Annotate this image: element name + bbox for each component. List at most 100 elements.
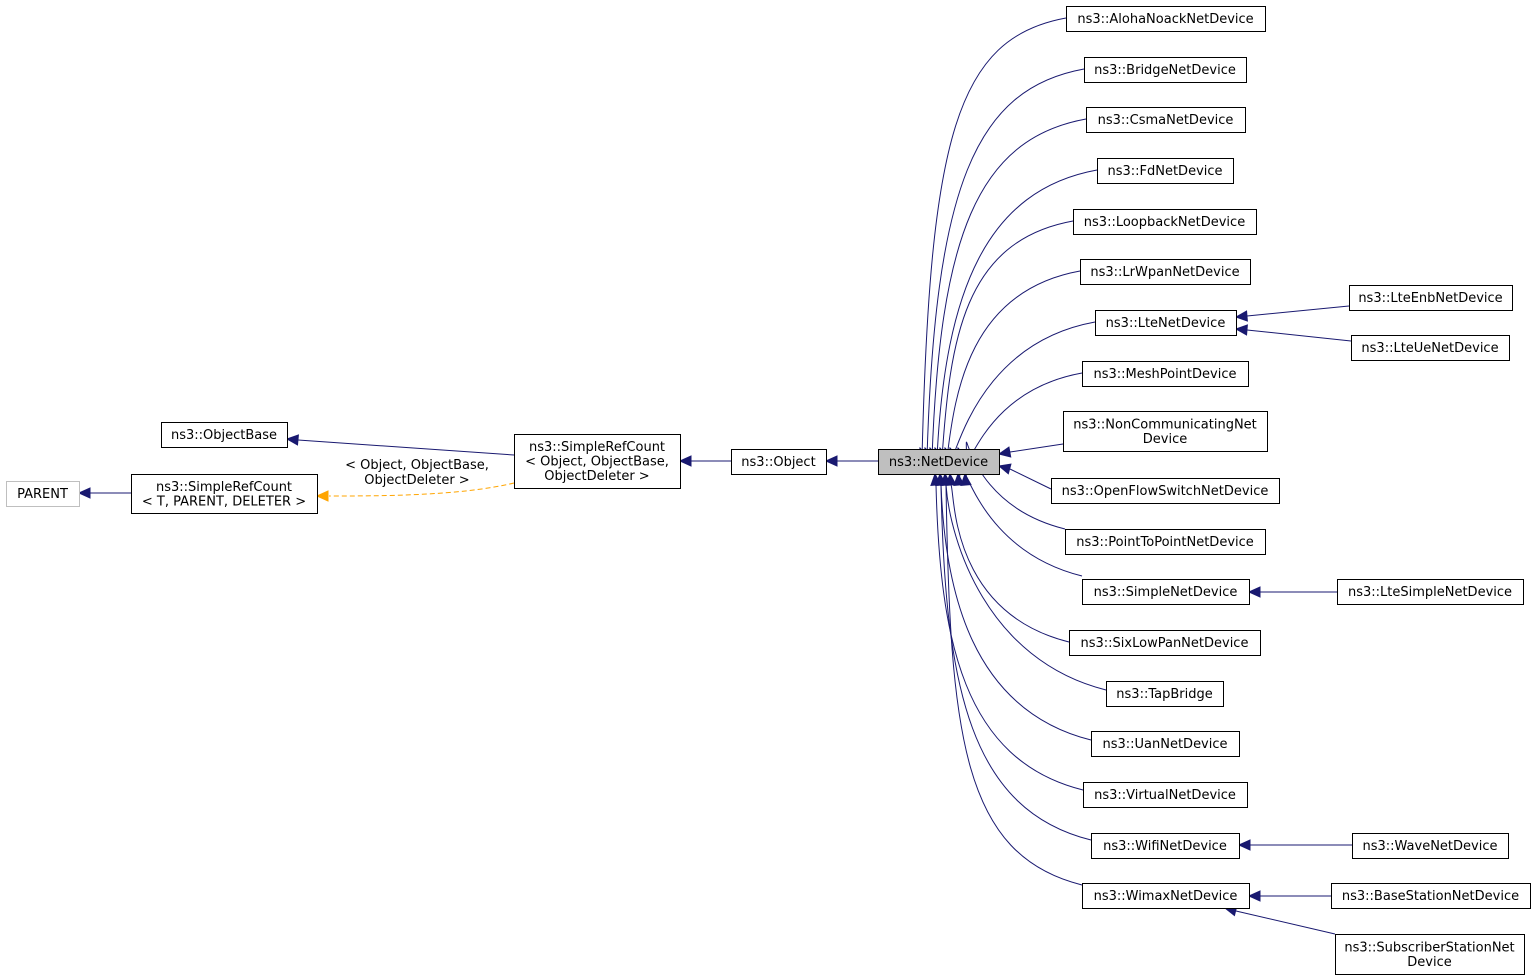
class-node-wifi[interactable]: ns3::WifiNetDevice	[1091, 833, 1240, 859]
edge-subscriber-to-wimax	[1223, 905, 1336, 935]
class-node-box	[878, 449, 1000, 475]
class-node-p2p[interactable]: ns3::PointToPointNetDevice	[1065, 529, 1266, 555]
edge-arrowhead	[997, 446, 1012, 458]
edge-arrowhead	[1247, 586, 1261, 598]
class-node-label: < Object, ObjectBase,	[525, 455, 669, 470]
class-node-csma[interactable]: ns3::CsmaNetDevice	[1086, 107, 1246, 133]
class-node-label: ns3::SimpleNetDevice	[1094, 585, 1238, 600]
edge-uan-to-netdevice	[935, 472, 1092, 741]
edge-line	[946, 270, 1081, 459]
edge-line	[945, 484, 1107, 691]
class-node-simple[interactable]: ns3::SimpleNetDevice	[1082, 579, 1250, 605]
class-node-box	[1351, 335, 1510, 361]
edge-wave-to-wifi	[1237, 839, 1352, 851]
edge-openflow-to-netdevice	[997, 463, 1052, 490]
nodes-layer: PARENTns3::ObjectBasens3::SimpleRefCount…	[6, 6, 1531, 975]
class-node-simple-ref-count-tpl[interactable]: ns3::SimpleRefCount< T, PARENT, DELETER …	[131, 474, 318, 514]
class-node-label: ns3::LoopbackNetDevice	[1084, 215, 1245, 230]
edge-arrowhead	[1247, 890, 1261, 902]
class-node-loopback[interactable]: ns3::LoopbackNetDevice	[1073, 209, 1257, 235]
class-node-box	[1063, 411, 1268, 452]
class-node-label: Device	[1407, 955, 1451, 970]
class-node-label: ns3::FdNetDevice	[1107, 164, 1222, 179]
edge-arrowhead	[315, 490, 329, 502]
edge-wimax-to-netdevice	[940, 472, 1083, 886]
class-node-object[interactable]: ns3::Object	[731, 449, 827, 475]
class-node-box	[1097, 158, 1234, 184]
class-node-aloha[interactable]: ns3::AlohaNoackNetDevice	[1066, 6, 1266, 32]
class-node-box	[1091, 833, 1240, 859]
class-node-parent[interactable]: PARENT	[6, 481, 80, 507]
class-node-mesh[interactable]: ns3::MeshPointDevice	[1082, 361, 1249, 387]
class-node-box	[514, 434, 681, 489]
class-node-openflow[interactable]: ns3::OpenFlowSwitchNetDevice	[1051, 478, 1280, 504]
class-node-sixlowpan[interactable]: ns3::SixLowPanNetDevice	[1069, 630, 1261, 656]
edge-arrowhead	[953, 472, 965, 486]
class-node-label: PARENT	[17, 487, 68, 502]
edge-line	[297, 439, 515, 456]
class-node-label: ns3::TapBridge	[1116, 687, 1212, 702]
class-node-box	[1095, 310, 1237, 336]
class-node-wave[interactable]: ns3::WaveNetDevice	[1352, 833, 1509, 859]
template-instantiation-label-line-2: ObjectDeleter >	[364, 473, 469, 488]
class-node-lrwpan[interactable]: ns3::LrWpanNetDevice	[1080, 259, 1251, 285]
edge-arrowhead	[1234, 310, 1248, 322]
class-node-label: ObjectDeleter >	[544, 469, 649, 484]
class-node-lte-simple[interactable]: ns3::LteSimpleNetDevice	[1337, 579, 1524, 605]
class-node-bridge[interactable]: ns3::BridgeNetDevice	[1084, 57, 1247, 83]
class-node-box	[1091, 731, 1240, 757]
edge-bridge-to-netdevice	[922, 68, 1085, 461]
class-node-label: ns3::MeshPointDevice	[1093, 367, 1236, 382]
class-node-box	[1082, 883, 1250, 909]
class-node-box	[131, 474, 318, 514]
edge-line	[950, 484, 1070, 643]
class-node-box	[1082, 579, 1250, 605]
edge-lteenb-to-lte	[1234, 305, 1350, 322]
class-node-label: Device	[1143, 432, 1187, 447]
edge-netdevice-to-object	[824, 455, 878, 467]
class-node-lte-enb[interactable]: ns3::LteEnbNetDevice	[1349, 285, 1513, 311]
class-node-lte[interactable]: ns3::LteNetDevice	[1095, 310, 1237, 336]
class-node-net-device[interactable]: ns3::NetDevice	[878, 449, 1000, 475]
class-node-box	[1069, 630, 1261, 656]
class-node-simple-ref-count[interactable]: ns3::SimpleRefCount< Object, ObjectBase,…	[514, 434, 681, 489]
class-node-object-base[interactable]: ns3::ObjectBase	[161, 422, 288, 448]
class-node-tap[interactable]: ns3::TapBridge	[1106, 681, 1224, 707]
edge-simplerefcount-to-objectbase	[285, 434, 515, 456]
class-node-virtual[interactable]: ns3::VirtualNetDevice	[1083, 782, 1248, 808]
class-node-label: ns3::SimpleRefCount	[529, 440, 665, 455]
edge-arrowhead	[1234, 324, 1248, 336]
edge-arrowhead	[1237, 839, 1251, 851]
class-node-label: ns3::BridgeNetDevice	[1094, 63, 1236, 78]
class-node-box	[1086, 107, 1246, 133]
edge-basestation-to-wimax	[1247, 890, 1331, 902]
edge-line	[951, 321, 1096, 459]
edge-line	[940, 484, 1092, 841]
edge-tap-to-netdevice	[940, 472, 1107, 691]
class-node-label: ns3::PointToPointNetDevice	[1076, 535, 1254, 550]
class-node-uan[interactable]: ns3::UanNetDevice	[1091, 731, 1240, 757]
class-node-box	[1065, 529, 1266, 555]
edge-line	[940, 484, 1092, 741]
edge-simplerefcounttpl-to-parent	[77, 487, 131, 499]
edge-line	[328, 482, 515, 497]
edge-line	[921, 17, 1067, 459]
edge-line	[935, 484, 1084, 791]
edge-virtual-to-netdevice	[930, 472, 1084, 791]
edge-ltesimple-to-simple	[1247, 586, 1337, 598]
class-node-fd[interactable]: ns3::FdNetDevice	[1097, 158, 1234, 184]
class-node-box	[161, 422, 288, 448]
class-node-box	[1084, 57, 1247, 83]
class-node-wimax[interactable]: ns3::WimaxNetDevice	[1082, 883, 1250, 909]
class-node-base-station[interactable]: ns3::BaseStationNetDevice	[1331, 883, 1531, 909]
class-node-box	[1073, 209, 1257, 235]
edge-csma-to-netdevice	[927, 118, 1087, 461]
class-node-label: ns3::SubscriberStationNet	[1344, 940, 1514, 955]
edge-line	[1009, 468, 1052, 490]
class-node-label: ns3::LteUeNetDevice	[1361, 341, 1498, 356]
edge-arrowhead	[824, 455, 838, 467]
edge-line	[1009, 443, 1064, 453]
class-node-lte-ue[interactable]: ns3::LteUeNetDevice	[1351, 335, 1510, 361]
